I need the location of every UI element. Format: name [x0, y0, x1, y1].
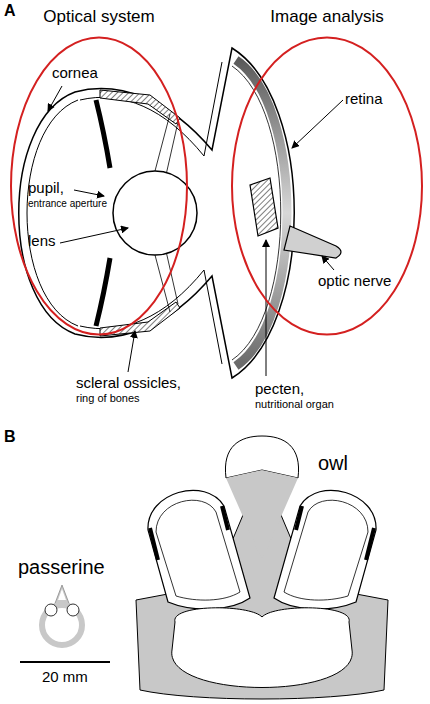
part-label: lens	[28, 232, 56, 249]
part-label: pecten,	[255, 380, 304, 397]
scale-label-holder: 20 mm	[42, 668, 88, 685]
owl-skull	[136, 470, 388, 699]
leader-arrow	[292, 100, 343, 148]
panel-letter-holder: B	[4, 428, 16, 446]
leader-arrow	[128, 331, 135, 372]
part-note: nutritional organ	[255, 398, 334, 410]
part-label-holder: lens	[28, 232, 56, 249]
panel-letter: A	[4, 2, 16, 19]
eye-wall	[19, 48, 295, 378]
scale-bar	[20, 661, 110, 663]
iris	[96, 258, 110, 326]
part-label-holder: pecten,	[255, 380, 304, 397]
part-label: scleral ossicles,	[76, 374, 181, 391]
wall-inner-top	[80, 62, 222, 156]
leader-arrow	[266, 240, 267, 376]
owl-eye	[148, 490, 250, 609]
part-label-holder: pupil,	[28, 179, 64, 196]
part-label: retina	[345, 90, 383, 107]
pecten	[250, 178, 278, 236]
region-ellipse: Optical system	[8, 6, 190, 336]
part-label-holder: retina	[345, 90, 383, 107]
part-label: pupil,	[28, 179, 64, 196]
species-label: owl	[318, 452, 348, 474]
species-label-holder: passerine	[18, 556, 105, 579]
part-note: entrance aperture	[28, 198, 107, 209]
part-label: optic nerve	[318, 272, 391, 289]
leader-arrow	[60, 228, 128, 243]
wall-inner-bottom	[80, 270, 222, 364]
optic-nerve	[284, 226, 341, 258]
region-heading: Optical system	[8, 6, 190, 28]
leader-arrow	[322, 256, 334, 270]
part-note-holder: entrance aperture	[28, 198, 107, 210]
cornea-inner	[27, 100, 78, 326]
scleral-ossicle	[100, 302, 180, 336]
part-note-holder: nutritional organ	[255, 398, 334, 411]
leader-arrow	[48, 86, 62, 111]
scale-label: 20 mm	[42, 668, 88, 685]
panel-letter: B	[4, 428, 16, 445]
leader-arrow	[74, 190, 104, 196]
passerine-skull	[42, 585, 82, 645]
region-ellipse-line	[11, 38, 187, 335]
species-label: passerine	[18, 556, 105, 578]
region-heading: Image analysis	[230, 6, 424, 28]
retina-inner	[232, 66, 281, 360]
region-outline	[230, 36, 424, 336]
panel-letter-holder: A	[4, 2, 16, 20]
zonule	[155, 114, 178, 175]
part-label-holder: cornea	[52, 64, 98, 81]
region-ellipse-line	[232, 38, 422, 335]
part-label-holder: scleral ossicles,	[76, 374, 181, 391]
owl-eye	[274, 490, 376, 609]
lens	[113, 171, 197, 255]
part-label: cornea	[52, 64, 98, 81]
owl-beak-wedge	[226, 470, 298, 560]
species-label-holder: owl	[318, 452, 348, 475]
part-note: ring of bones	[76, 392, 140, 404]
iris	[96, 100, 110, 168]
owl-braincase	[172, 608, 352, 688]
part-note-holder: ring of bones	[76, 392, 140, 405]
part-label-holder: optic nerve	[318, 272, 391, 289]
